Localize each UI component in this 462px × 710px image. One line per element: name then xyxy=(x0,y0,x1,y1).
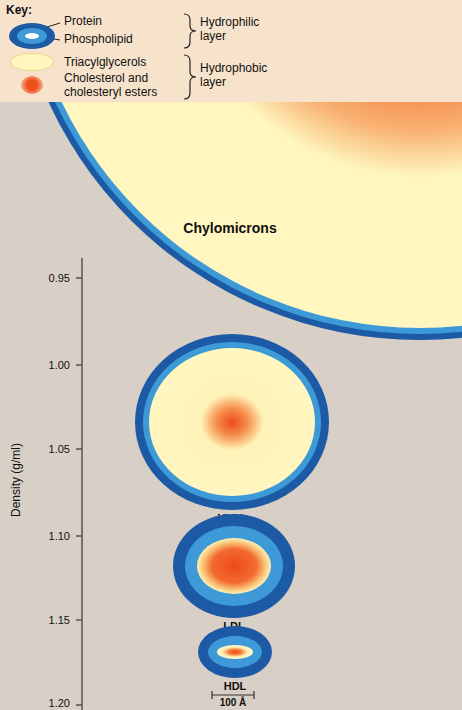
layer-bracket-label: Hydrophilic layer xyxy=(200,16,280,44)
layer-bracket-label: Hydrophobic layer xyxy=(200,62,280,90)
lipoprotein-particle: HDL xyxy=(198,626,272,678)
particle-shape xyxy=(135,334,329,510)
lipoprotein-particle: LDL xyxy=(173,514,295,618)
particle-label: Chylomicrons xyxy=(183,220,276,236)
tick-label: 1.15 xyxy=(49,614,70,626)
tick-label: 1.20 xyxy=(49,697,70,709)
tick-label: 1.10 xyxy=(49,530,70,542)
lipoprotein-particle: VLDL xyxy=(135,334,329,510)
legend-label: Triacylglycerols xyxy=(64,56,146,70)
particle-shape xyxy=(198,626,272,678)
key-title: Key: xyxy=(6,3,32,17)
scale-label: 100 Å xyxy=(220,697,247,708)
swatch-core xyxy=(25,33,39,39)
tick-label: 1.05 xyxy=(49,443,70,455)
particle-shape xyxy=(173,514,295,618)
tick-label: 0.95 xyxy=(49,272,70,284)
legend-swatch xyxy=(10,53,54,71)
legend-label: Phospholipid xyxy=(64,33,133,47)
tick-label: 1.00 xyxy=(49,359,70,371)
legend-swatch xyxy=(21,76,43,94)
axis-title: Density (g/ml) xyxy=(9,443,23,517)
legend-label: Protein xyxy=(64,15,102,29)
particle-label: HDL xyxy=(224,680,247,692)
legend-swatch xyxy=(17,28,47,44)
legend-label: Cholesterol and cholesteryl esters xyxy=(64,72,180,100)
